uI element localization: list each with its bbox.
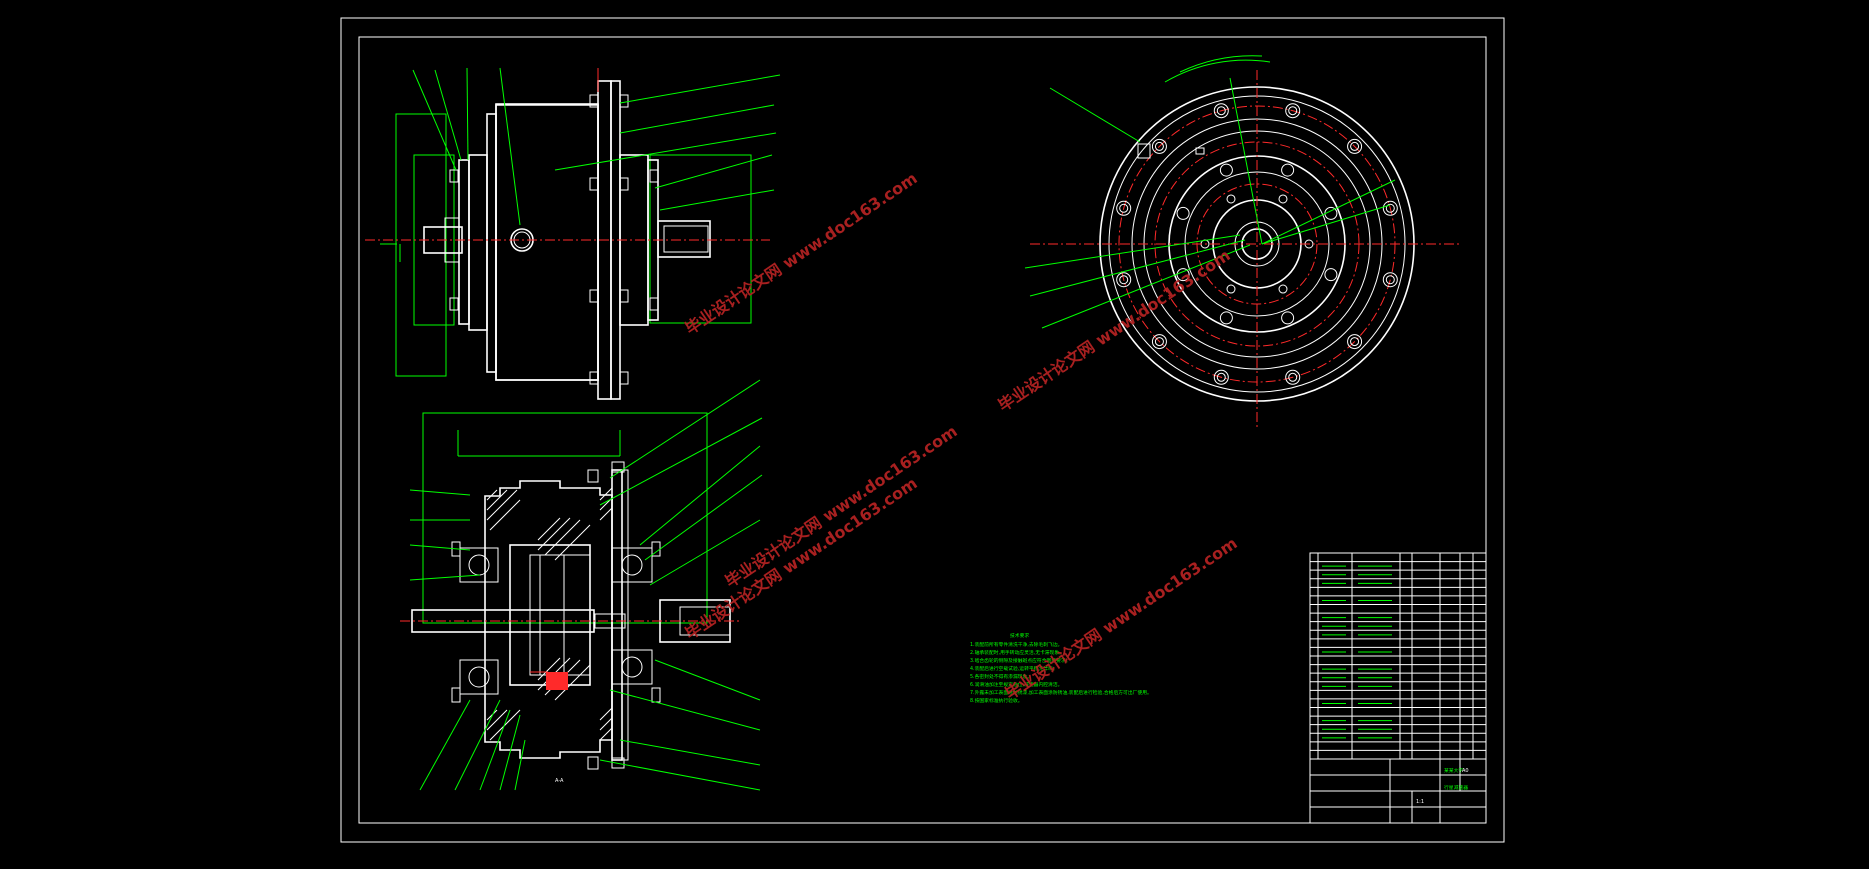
bolt-hole: [1119, 275, 1129, 285]
parts-list: [1309, 552, 1487, 760]
notes-line-5: 5.各密封处不得有渗漏现象。: [970, 673, 1032, 680]
bolt-hex: [1213, 103, 1229, 119]
bolt-hex: [1151, 334, 1167, 350]
notes-line-8: 8.按国家标准执行验收。: [970, 697, 1023, 704]
side-elevation-view: [365, 67, 781, 400]
title-scale: 1:1: [1416, 799, 1424, 805]
bolt-hex: [1347, 138, 1363, 154]
bolt-hole: [1216, 372, 1226, 382]
notes-line-1: 1.装配前所有零件清洗干净,去除毛刺飞边。: [970, 641, 1062, 648]
watermark-5: 毕业设计论文网 www.doc163.com: [1002, 533, 1241, 703]
bolt-hole: [1154, 337, 1164, 347]
inner-hole: [1281, 163, 1295, 177]
outer-frame: [340, 17, 1505, 843]
watermarks: 毕业设计论文网 www.doc163.com 毕业设计论文网 www.doc16…: [682, 168, 1241, 703]
bolt-hex: [1382, 272, 1398, 288]
bolt-hex: [1347, 334, 1363, 350]
inner-hole: [1219, 311, 1233, 325]
inner-hole: [1281, 311, 1295, 325]
watermark-1: 毕业设计论文网 www.doc163.com: [682, 168, 921, 338]
inner-hole: [1219, 163, 1233, 177]
inner-frame: [358, 36, 1487, 824]
technical-notes: 技术要求 1.装配前所有零件清洗干净,去除毛刺飞边。 2.轴承装配时,用手转动应…: [970, 632, 1152, 704]
bolt-hex: [1382, 200, 1398, 216]
hub-hole: [1226, 194, 1236, 204]
bolt-hole: [1216, 106, 1226, 116]
bolt-hex: [1116, 272, 1132, 288]
bolt-hole: [1288, 106, 1298, 116]
bolt-hex: [1213, 369, 1229, 385]
bolt-hole: [1350, 337, 1360, 347]
bolt-hex: [1285, 103, 1301, 119]
notes-title: 技术要求: [1010, 632, 1029, 639]
title-school: 某某大学: [1444, 767, 1463, 774]
bolt-hex: [1116, 200, 1132, 216]
watermark-4: 毕业设计论文网 www.doc163.com: [682, 473, 921, 643]
bolt-hex: [1285, 369, 1301, 385]
end-view: [1024, 55, 1460, 428]
bolt-hole: [1350, 141, 1360, 151]
bolt-hole: [1385, 275, 1395, 285]
watermark-3: 毕业设计论文网 www.doc163.com: [722, 421, 961, 591]
hub-hole: [1278, 194, 1288, 204]
section-view: A-A: [400, 379, 763, 791]
bolt-hole: [1119, 203, 1129, 213]
notes-line-7: 7.外露未加工表面涂防锈漆,加工表面涂防锈油,装配后进行检验,合格后方可出厂使用…: [970, 689, 1152, 696]
inner-hole: [1324, 268, 1338, 282]
bolt-hole: [1288, 372, 1298, 382]
notes-line-6: 6.润滑油加注至规定油位,减速器内腔清洁。: [970, 681, 1062, 688]
title-part-name: 行星减速器: [1444, 784, 1468, 791]
bolt-hole: [1385, 203, 1395, 213]
notes-line-4: 4.装配后进行空载试验,运转平稳无异响。: [970, 665, 1058, 672]
bolt-hole: [1154, 141, 1164, 151]
bolt-hex: [1151, 138, 1167, 154]
notes-line-2: 2.轴承装配时,用手转动应灵活,无卡滞现象。: [970, 649, 1064, 656]
inner-hole: [1176, 206, 1190, 220]
svg-text:A-A: A-A: [555, 778, 564, 784]
hub-hole: [1278, 284, 1288, 294]
title-sheet: A0: [1462, 768, 1469, 774]
title-block: 某某大学 行星减速器 A0 1:1: [1309, 758, 1487, 824]
hub-hole: [1226, 284, 1236, 294]
notes-line-3: 3.啮合齿轮的侧隙及接触斑点应符合图纸要求。: [970, 657, 1071, 664]
